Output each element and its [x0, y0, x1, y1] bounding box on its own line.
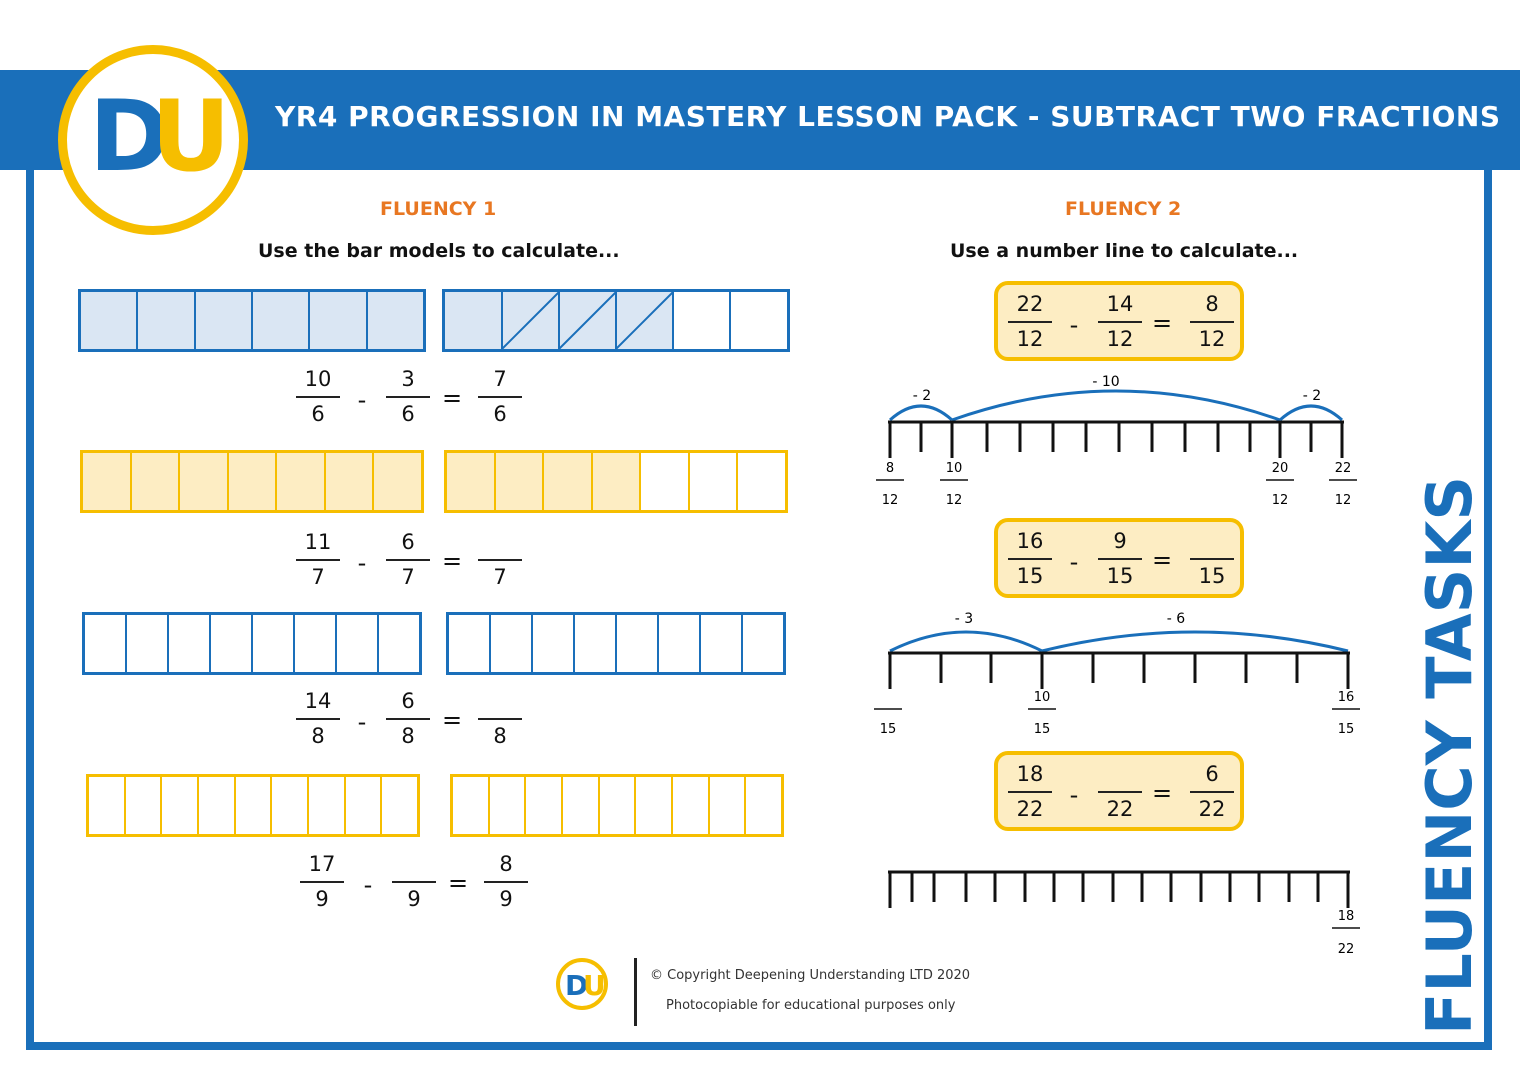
bar-model-1b [442, 289, 790, 352]
fluency1-heading: FLUENCY 1 [380, 198, 497, 220]
equals-sign: = [441, 706, 463, 734]
number-line-2: - 3 - 6 15 10 15 16 15 [874, 611, 1360, 737]
number-line-1: - 2 - 10 - 2 8 12 10 12 20 12 22 12 [876, 374, 1357, 508]
svg-text:12: 12 [882, 493, 899, 508]
answer-fraction[interactable]: 8 [478, 688, 522, 750]
bar-model-4b [450, 774, 784, 837]
logo-letter-u: U [583, 969, 606, 1002]
minus-sign: - [1069, 311, 1079, 339]
jump-label: - 3 [955, 611, 973, 627]
answer-fraction[interactable]: 22 [1098, 761, 1142, 823]
number-line-3: 18 22 [888, 870, 1360, 957]
answer-fraction[interactable]: 7 [478, 529, 522, 591]
equals-sign: = [447, 869, 469, 897]
svg-text:8: 8 [886, 461, 894, 476]
svg-text:22: 22 [1335, 461, 1352, 476]
answer-fraction[interactable]: 9 [392, 851, 436, 913]
svg-text:15: 15 [1338, 722, 1355, 737]
header-banner [0, 70, 1520, 170]
svg-text:20: 20 [1272, 461, 1289, 476]
jump-label: - 10 [1092, 374, 1119, 390]
svg-text:15: 15 [1034, 722, 1051, 737]
side-title: FLUENCY TASKS [1413, 475, 1486, 1035]
page-frame [26, 70, 1492, 1050]
svg-text:12: 12 [946, 493, 963, 508]
bar-model-2a [80, 450, 424, 513]
minus-sign: - [363, 871, 373, 899]
bar-model-2b [444, 450, 788, 513]
bar-model-1a [78, 289, 426, 352]
svg-text:16: 16 [1338, 690, 1355, 705]
equals-sign: = [441, 547, 463, 575]
logo-letter-d: D [89, 80, 170, 194]
minus-sign: - [357, 549, 367, 577]
logo-letter-u: U [151, 80, 231, 194]
equals-sign: = [1151, 546, 1173, 574]
bar-model-3b [446, 612, 786, 675]
equals-sign: = [441, 384, 463, 412]
answer-fraction[interactable]: 15 [1190, 528, 1234, 590]
bar-model-4a [86, 774, 420, 837]
svg-text:15: 15 [880, 722, 897, 737]
equals-sign: = [1151, 309, 1173, 337]
fluency1-instruction: Use the bar models to calculate... [258, 240, 620, 262]
jump-label: - 2 [913, 388, 931, 404]
footer-copyright: © Copyright Deepening Understanding LTD … [650, 968, 971, 983]
jump-label: - 2 [1303, 388, 1321, 404]
svg-text:10: 10 [1034, 690, 1051, 705]
fluency2-instruction: Use a number line to calculate... [950, 240, 1299, 262]
logo-letter-d: D [565, 969, 588, 1002]
svg-text:18: 18 [1338, 909, 1355, 924]
svg-text:12: 12 [1272, 493, 1289, 508]
du-logo: D U [58, 45, 248, 235]
minus-sign: - [357, 386, 367, 414]
minus-sign: - [1069, 781, 1079, 809]
bar-model-3a [82, 612, 422, 675]
svg-text:10: 10 [946, 461, 963, 476]
footer-divider [634, 958, 637, 1026]
page-title: YR4 PROGRESSION IN MASTERY LESSON PACK -… [275, 100, 1501, 133]
footer-note: Photocopiable for educational purposes o… [666, 998, 956, 1013]
jump-label: - 6 [1167, 611, 1186, 627]
fluency2-heading: FLUENCY 2 [1065, 198, 1182, 220]
minus-sign: - [1069, 548, 1079, 576]
footer-logo: D U [556, 958, 608, 1010]
svg-text:12: 12 [1335, 493, 1352, 508]
minus-sign: - [357, 708, 367, 736]
svg-text:22: 22 [1338, 942, 1355, 957]
equals-sign: = [1151, 779, 1173, 807]
